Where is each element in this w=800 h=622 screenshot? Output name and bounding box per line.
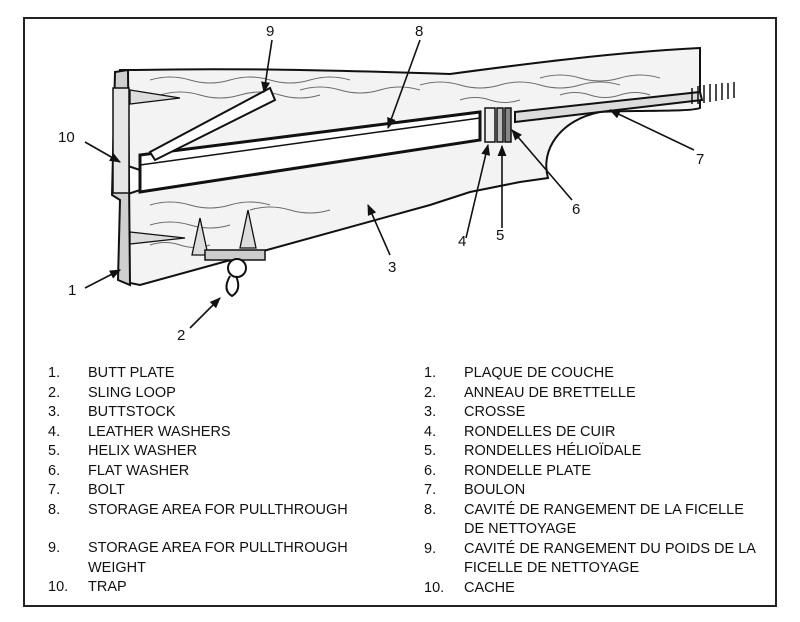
- figure-frame: [23, 17, 777, 607]
- weight-cavity: [148, 86, 277, 162]
- bolt-rod: [514, 90, 704, 124]
- callout-7: 7: [696, 151, 704, 168]
- sling-loop: [204, 249, 266, 298]
- helix-washer: [496, 107, 504, 143]
- callout-8: 8: [415, 23, 423, 40]
- leather-washers: [484, 107, 496, 143]
- legend-english: 1.BUTT PLATE 2.SLING LOOP 3.BUTTSTOCK 4.…: [48, 364, 388, 598]
- trap: [112, 87, 130, 194]
- callout-2: 2: [177, 327, 185, 344]
- callout-1: 1: [68, 282, 76, 299]
- legend-item: 7.BOULON: [424, 482, 526, 498]
- screws: [129, 89, 257, 256]
- legend-item: 4.RONDELLES DE CUIR: [424, 423, 616, 440]
- legend-item: 7.BOLT: [48, 482, 125, 498]
- leader-lines: [84, 39, 695, 329]
- bolt-thread: [691, 82, 735, 104]
- pullthrough-cavity: [138, 110, 482, 194]
- legend-item: 2.SLING LOOP: [48, 384, 176, 401]
- legend-item: 3.CROSSE: [424, 404, 526, 420]
- legend-item: 8.STORAGE AREA FOR PULLTHROUGH: [48, 501, 348, 518]
- callout-4: 4: [458, 233, 466, 250]
- callout-9: 9: [266, 23, 274, 40]
- legend-item: 2.ANNEAU DE BRETTELLE: [424, 384, 636, 401]
- legend-item: 9.STORAGE AREA FOR PULLTHROUGH WEIGHT: [48, 540, 348, 576]
- buttstock-diagram: 9 8 10 1 2 3 4 5 6 7: [58, 23, 735, 344]
- legend-item: 5.RONDELLES HÉLIOÏDALE: [424, 443, 642, 459]
- legend-item: 10.CACHE: [424, 579, 515, 596]
- legend-item: 9.CAVITÉ DE RANGEMENT DU POIDS DE LA FIC…: [424, 540, 756, 577]
- callout-10: 10: [58, 129, 75, 146]
- legend-item: 6.FLAT WASHER: [48, 462, 190, 479]
- legend-item: 4.LEATHER WASHERS: [48, 423, 231, 440]
- callout-3: 3: [388, 259, 396, 276]
- legend-item: 3.BUTTSTOCK: [48, 404, 176, 420]
- legend-item: 6.RONDELLE PLATE: [424, 462, 592, 479]
- legend-item: 8.CAVITÉ DE RANGEMENT DE LA FICELLE DE N…: [424, 501, 744, 538]
- legend-item: 1.PLAQUE DE COUCHE: [424, 365, 614, 381]
- legend-item: 5.HELIX WASHER: [48, 443, 198, 459]
- legend-french: 1.PLAQUE DE COUCHE 2.ANNEAU DE BRETTELLE…: [424, 364, 769, 598]
- callout-5: 5: [496, 227, 504, 244]
- legend-item: 10.TRAP: [48, 579, 127, 595]
- flat-washer: [504, 107, 512, 143]
- legend-item: 1.BUTT PLATE: [48, 365, 175, 381]
- callout-6: 6: [572, 201, 580, 218]
